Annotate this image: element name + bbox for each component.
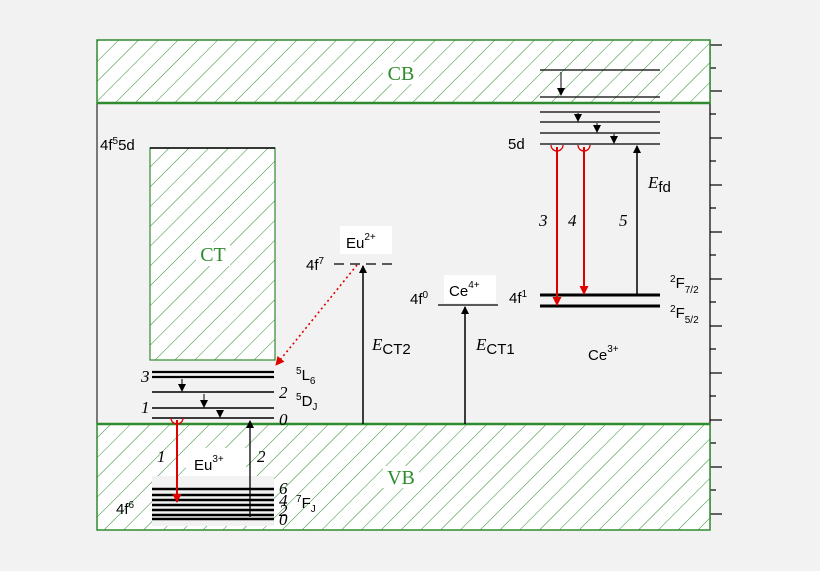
ct-label: CT xyxy=(200,244,226,266)
e-fd-label: Efd xyxy=(647,173,671,196)
vb-label-bg xyxy=(383,466,419,488)
eu3-5dj-label: 5DJ xyxy=(296,392,317,413)
e-ct1-label: ECT1 xyxy=(475,335,515,358)
ce3-2f72-label: 2F7/2 xyxy=(670,274,699,296)
arrow-1-label: 1 xyxy=(157,447,166,466)
eu3-d-level-index-3: 3 xyxy=(140,367,150,386)
e-ct2-label: ECT2 xyxy=(371,335,411,358)
ce3-2f52-label: 2F5/2 xyxy=(670,304,699,326)
eu3-excited-config-label: 4f55d xyxy=(100,136,135,154)
eu3-f-level-index-0: 0 xyxy=(279,510,288,529)
ce3-5d-levels xyxy=(540,69,660,145)
arrow-5-label: 5 xyxy=(619,211,628,230)
eu3-ion-label: Eu3+ xyxy=(194,454,224,474)
arrow-3-label: 3 xyxy=(538,211,548,230)
ce4-ion-label: Ce4+ xyxy=(449,280,480,300)
eu2-ion-label: Eu2+ xyxy=(346,232,376,252)
energy-axis-ticks xyxy=(710,44,722,515)
arrow-4-label: 4 xyxy=(568,211,577,230)
eu3-5l6-label: 5L6 xyxy=(296,366,316,387)
eu3-7fj-label: 7FJ xyxy=(296,494,316,515)
ce4-label-bg xyxy=(444,275,496,303)
ce3-5d-label: 5d xyxy=(508,136,525,153)
eu3-f-level-index-4: 4 xyxy=(279,491,288,510)
ct-dotted-arrow xyxy=(275,264,358,366)
ce4-config-label: 4f0 xyxy=(410,290,429,308)
eu3-7fj-levels xyxy=(152,487,274,521)
cb-label: CB xyxy=(388,63,415,85)
arrow-2-label: 2 xyxy=(257,447,266,466)
ce3-ion-label: Ce3+ xyxy=(588,344,619,364)
ce3-4f1-label: 4f1 xyxy=(509,289,528,307)
eu3-ground-config-label: 4f6 xyxy=(116,500,135,518)
eu3-d-level-index-0: 0 xyxy=(279,410,288,429)
ct-label-bg xyxy=(196,242,230,266)
eu3-f-level-index-2: 2 xyxy=(279,501,288,520)
eu2-config-label: 4f7 xyxy=(306,256,325,274)
eu3-d-level-index-1: 1 xyxy=(141,398,150,417)
eu3-d-level-index-2: 2 xyxy=(279,383,288,402)
eu2-label-bg xyxy=(340,226,392,254)
eu3-label-bg xyxy=(186,448,246,476)
eu3-f-level-index-6: 6 xyxy=(279,479,288,498)
cb-label-bg xyxy=(383,62,419,84)
vb-label: VB xyxy=(387,467,415,489)
